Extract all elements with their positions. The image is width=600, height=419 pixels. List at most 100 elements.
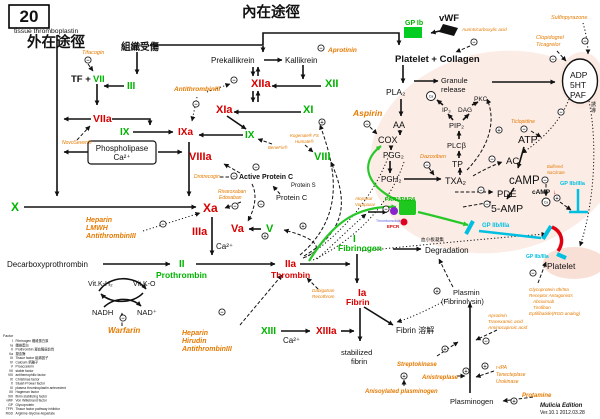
label-i-65: I xyxy=(353,234,356,245)
label-camp-119: cAMP xyxy=(509,175,540,187)
legend-desc-1: 纖維蛋白 xyxy=(16,342,29,347)
edge-d-61 xyxy=(247,183,256,222)
label-kallikrein-16: Kallikrein xyxy=(285,56,317,65)
sign-minus-4 xyxy=(230,172,238,180)
edge-d-85 xyxy=(475,329,498,341)
calcium-circle-label-1: Ca xyxy=(544,200,548,204)
sign-plus-glyph-4: + xyxy=(555,196,558,202)
sign-minus-glyph-7: − xyxy=(233,204,236,210)
legend-desc-11: plasma thromboplastin antecedent xyxy=(16,386,66,390)
label-xii-19: XII xyxy=(325,78,338,90)
legend-num-7: VII xyxy=(9,369,13,373)
label-thrombomodulin-132: Thrombomodulin xyxy=(376,219,402,223)
label-cox-105: COX xyxy=(378,135,398,145)
label-lmwh-40: LMWH xyxy=(86,225,109,232)
edge-b-5 xyxy=(112,118,153,126)
phospholipase-box xyxy=(87,140,157,165)
gp1b-receptor-icon xyxy=(404,27,422,38)
edge-d-86 xyxy=(438,258,454,288)
edge-d-65 xyxy=(306,277,319,290)
sign-minus-1 xyxy=(230,76,238,84)
label-streptokinase-74: Streptokinase xyxy=(397,362,437,368)
legend-num-4: III xyxy=(10,356,13,360)
sign-plus-glyph-1: + xyxy=(263,234,266,240)
legend-num-1: Ia xyxy=(10,343,13,347)
label-antithrombiniii-56: AntithrombinIII xyxy=(181,346,233,353)
legend-desc-4: Tissue factor 組織因子 xyxy=(16,355,50,360)
edge-g-102 xyxy=(308,204,397,262)
sign-minus-glyph-2: − xyxy=(194,102,197,108)
label-dazoxiben-108: Dazoxiben xyxy=(420,154,446,160)
sign-minus-glyph-5: − xyxy=(254,165,257,171)
label-urokinase-79: Urokinase xyxy=(496,379,519,385)
sign-minus-12 xyxy=(549,55,557,63)
label-granule-93: Granule xyxy=(441,76,468,85)
label-ca-38: Ca²⁺ xyxy=(216,242,233,251)
legend-num-16: TFPI xyxy=(6,407,13,411)
edge-d-90 xyxy=(257,138,273,145)
sign-minus-glyph-19: − xyxy=(485,202,488,208)
label-mulicia-edition-86: Mulicia Edition xyxy=(540,403,583,409)
edge-d-76 xyxy=(559,201,572,211)
label-fibrin-61: fibrin xyxy=(351,357,367,366)
label-anisoylated-plasminogen-76: Anisoylated plasminogen xyxy=(364,389,438,395)
label-epcr-133: EPCR xyxy=(387,224,400,229)
label-ix-13: IX xyxy=(245,130,255,141)
legend-desc-14: Von Willebrand factor xyxy=(16,399,48,403)
sign-plus-6 xyxy=(441,345,449,353)
label-novoseven-10: NovoSeven® xyxy=(62,139,92,146)
epcr-icon xyxy=(400,218,408,226)
sign-minus-20 xyxy=(541,176,549,184)
label-20-0: 20 xyxy=(20,7,39,26)
legend-num-6: V xyxy=(11,365,14,369)
label-viiia-22: VIIIa xyxy=(189,151,213,163)
label-cjk-123: ↓ xyxy=(553,189,556,196)
edge-t-99 xyxy=(396,298,449,324)
label-cjk-101: 誘 xyxy=(591,101,596,108)
calcium-circle-0 xyxy=(426,91,436,101)
label-xiiia-58: XIIIa xyxy=(316,326,337,337)
sign-plus-glyph-5: + xyxy=(435,289,438,295)
label-drotrecogin-27: Drotrecogin xyxy=(194,174,220,180)
label-xi-21: XI xyxy=(303,104,313,116)
legend-num-12: XII xyxy=(9,390,13,394)
label-iii-8: III xyxy=(127,81,136,92)
label-tissue-thromboplastin-2: tissue thromboplastin xyxy=(14,28,78,35)
sign-minus-22 xyxy=(482,337,490,345)
label-aa-104: AA xyxy=(393,120,405,130)
label-rivaroxaban-31: Rivaroxaban xyxy=(218,189,246,195)
label-tranexamic-acid-72: Tranexamic acid xyxy=(488,319,523,325)
label-fibrin-64: Fibrin 溶解 xyxy=(396,325,434,335)
edge-d-89 xyxy=(304,144,314,153)
calcium-circle-1 xyxy=(541,197,551,207)
legend-desc-17: Arginine-Glycine-Aspartate xyxy=(16,411,56,415)
sign-plus-glyph-2: + xyxy=(301,224,304,230)
label-ixa-12: IXa xyxy=(178,127,193,138)
edge-b-38 xyxy=(471,101,479,107)
label-vorapaxar-131: Vorapaxar xyxy=(355,202,376,207)
label-xa-33: Xa xyxy=(203,201,218,215)
legend-desc-0: Fibrinogen 纖維蛋白原 xyxy=(16,338,50,343)
label-fibrinogen-66: Fibrinogen xyxy=(338,243,382,253)
label-tifacogin-5: Tifacogin xyxy=(82,50,104,56)
sign-plus-glyph-7: + xyxy=(464,369,467,375)
sign-minus-glyph-15: − xyxy=(365,122,368,128)
label-eptifibatide-rgd-analog-85: Eptifibatide(RGD analog) xyxy=(529,311,581,316)
label-humate-25: Humate® xyxy=(295,139,314,144)
edge-b-51 xyxy=(506,187,515,200)
sign-plus-3 xyxy=(495,126,503,134)
legend-desc-2: Prothrombin 凝血酶原前質 xyxy=(16,347,55,352)
edge-C-110 xyxy=(556,252,567,260)
sign-minus-glyph-11: − xyxy=(583,39,586,45)
edge-b-8 xyxy=(226,115,247,130)
label-dabigatran-52: Dabigatran xyxy=(312,288,335,293)
sign-minus-glyph-23: − xyxy=(531,271,534,277)
legend-num-8: VIII xyxy=(8,373,13,377)
edge-t-101 xyxy=(310,161,405,262)
label-ii-48: II xyxy=(179,259,185,270)
label-active-protein-c-28: Active Protein C xyxy=(239,174,293,181)
sign-minus-2 xyxy=(192,100,200,108)
sign-minus-glyph-6: − xyxy=(259,202,262,208)
